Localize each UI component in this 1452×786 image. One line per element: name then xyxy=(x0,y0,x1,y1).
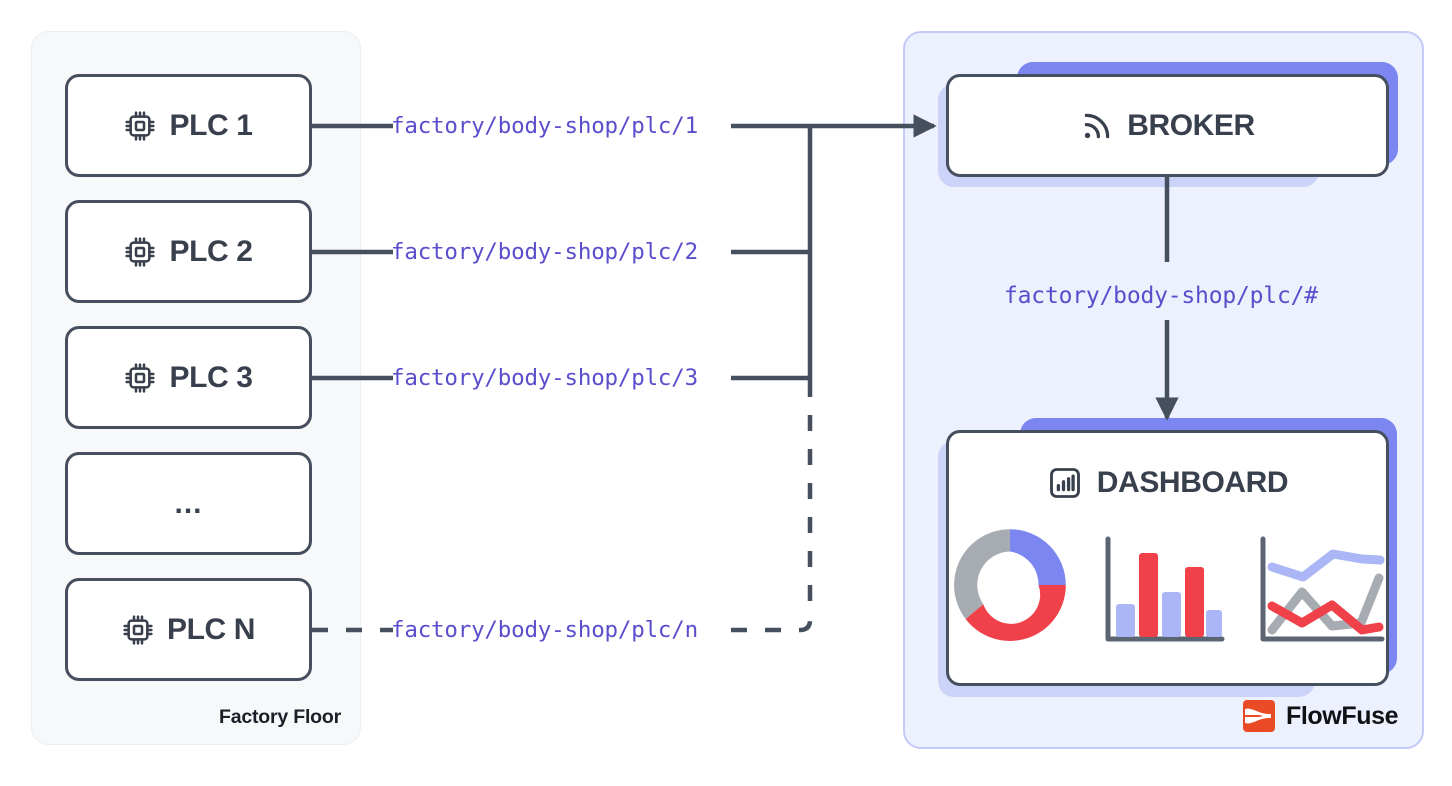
topic-label-plc-2: factory/body-shop/plc/2 xyxy=(391,239,698,265)
plc-node-ellipsis: ... xyxy=(65,452,312,555)
ellipsis-label: ... xyxy=(174,486,203,520)
plc-node-label: PLC 3 xyxy=(169,360,253,394)
topic-label-plc-3: factory/body-shop/plc/3 xyxy=(391,365,698,391)
plc-node-3[interactable]: PLC 3 xyxy=(65,326,312,429)
broker-node[interactable]: BROKER xyxy=(946,74,1389,177)
plc-node-label: PLC 1 xyxy=(169,108,253,142)
plc-node-n[interactable]: PLC N xyxy=(65,578,312,681)
cpu-chip-icon xyxy=(125,236,156,267)
broker-label: BROKER xyxy=(1127,108,1255,142)
topic-label-plc-1: factory/body-shop/plc/1 xyxy=(391,113,698,139)
cpu-chip-icon xyxy=(125,110,156,141)
bar-chart-box-icon xyxy=(1049,468,1080,498)
topic-label-plc-n: factory/body-shop/plc/n xyxy=(391,617,698,643)
plc-node-label: PLC 2 xyxy=(169,234,253,268)
dashboard-chart-strip xyxy=(948,523,1388,647)
plc-node-1[interactable]: PLC 1 xyxy=(65,74,312,177)
flowfuse-wordmark: FlowFuse xyxy=(1286,701,1399,730)
flowfuse-brand: FlowFuse xyxy=(1243,700,1398,732)
dashboard-title-row: DASHBOARD xyxy=(1047,465,1289,501)
donut-chart xyxy=(953,529,1066,641)
plc-node-label: PLC N xyxy=(166,612,255,646)
plc-node-2[interactable]: PLC 2 xyxy=(65,200,312,303)
dashboard-node[interactable]: DASHBOARD xyxy=(946,430,1389,686)
topic-label-wildcard-subscription: factory/body-shop/plc/# xyxy=(1004,283,1318,309)
signal-broadcast-icon xyxy=(1084,113,1110,138)
cpu-chip-icon xyxy=(125,362,156,393)
line-chart xyxy=(1260,536,1384,642)
flowfuse-logo-icon xyxy=(1243,700,1275,732)
dashboard-label: DASHBOARD xyxy=(1096,466,1289,499)
bar-chart xyxy=(1105,536,1224,642)
factory-floor-caption: Factory Floor xyxy=(219,706,341,728)
cpu-chip-icon xyxy=(123,614,153,645)
wire-plc-n-to-trunk xyxy=(731,610,813,633)
